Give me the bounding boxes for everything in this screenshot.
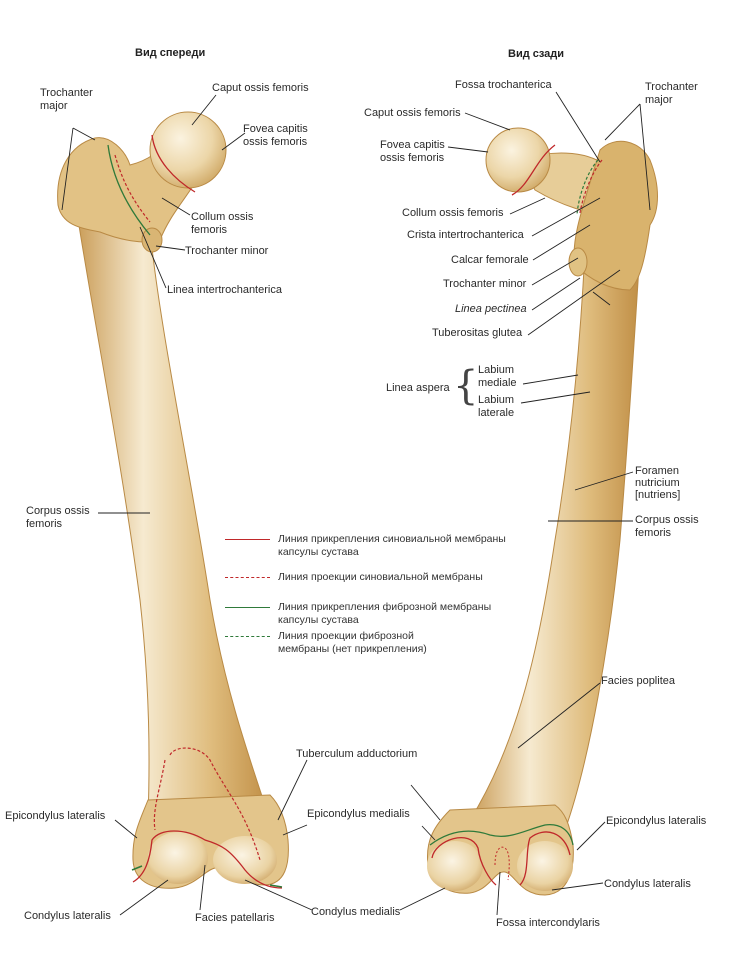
label-trochanter-minor-front: Trochanter minor [185, 245, 269, 257]
label-condylus-lateralis-front: Condylus lateralis [24, 910, 111, 922]
legend-swatch-dashed-green [225, 636, 270, 637]
label-foramen-1: Foramen [635, 465, 680, 477]
label-fossa-intercondylaris: Fossa intercondylaris [496, 917, 600, 929]
front-view-title: Вид спереди [135, 47, 206, 59]
label-foramen-3: [nutriens] [635, 489, 681, 501]
legend-swatch-solid-red [225, 539, 270, 540]
label-caput-front: Caput ossis femoris [212, 82, 309, 94]
legend-item-synovial-projection: Линия проекции синовиальной мембраны [222, 571, 483, 599]
label-caput-back: Caput ossis femoris [364, 107, 461, 119]
label-calcar-femorale: Calcar femorale [451, 254, 529, 266]
label-condylus-lateralis-back: Condylus lateralis [604, 878, 691, 890]
label-condylus-medialis: Condylus medialis [311, 906, 401, 918]
label-fovea-front-2: ossis femoris [243, 136, 308, 148]
label-labium-mediale-2: mediale [478, 377, 517, 389]
legend-text: Линия прикрепления синовиальной мембраны… [278, 533, 506, 558]
legend-text: Линия проекции фиброзной мембраны (нет п… [278, 630, 427, 655]
label-trochanter-major-back-2: major [645, 94, 673, 106]
label-tuberculum-adductorium: Tuberculum adductorium [296, 748, 418, 760]
label-facies-poplitea: Facies poplitea [601, 675, 675, 687]
back-view-title: Вид сзади [508, 48, 565, 60]
label-fovea-back-2: ossis femoris [380, 152, 445, 164]
legend-item-synovial-attachment: Линия прикрепления синовиальной мембраны… [222, 533, 506, 561]
legend-text: Линия проекции синовиальной мембраны [278, 571, 483, 583]
label-labium-mediale-1: Labium [478, 364, 515, 376]
label-linea-aspera: Linea aspera [386, 382, 450, 394]
legend-swatch-solid-green [225, 607, 270, 608]
label-collum-back: Collum ossis femoris [402, 207, 504, 219]
label-corpus-back-2: femoris [635, 527, 672, 539]
label-fovea-back-1: Fovea capitis [380, 139, 445, 151]
label-epicondylus-lateralis-front: Epicondylus lateralis [5, 810, 106, 822]
label-epicondylus-medialis: Epicondylus medialis [307, 808, 410, 820]
label-corpus-front-1: Corpus ossis [26, 505, 90, 517]
label-corpus-back-1: Corpus ossis [635, 514, 699, 526]
femur-back-view [426, 127, 658, 896]
legend-swatch-dashed-red [225, 577, 270, 578]
label-linea-intertrochanterica: Linea intertrochanterica [167, 284, 282, 296]
label-crista-intertrochanterica: Crista intertrochanterica [407, 229, 524, 241]
label-corpus-front-2: femoris [26, 518, 63, 530]
legend-item-fibrous-projection: Линия проекции фиброзной мембраны (нет п… [222, 630, 482, 658]
label-trochanter-major-back-1: Trochanter [645, 81, 698, 93]
legend-text: Линия прикрепления фиброзной мембраны ка… [278, 601, 492, 626]
legend-item-fibrous-attachment: Линия прикрепления фиброзной мембраны ка… [222, 601, 491, 629]
leader-lines [61, 91, 651, 916]
label-trochanter-major-front: Trochanter major [40, 87, 93, 112]
label-labium-laterale-1: Labium [478, 394, 515, 406]
label-trochanter-minor-back: Trochanter minor [443, 278, 527, 290]
label-collum-front-1: Collum ossis [191, 211, 254, 223]
label-epicondylus-lateralis-back: Epicondylus lateralis [606, 815, 707, 827]
brace-linea-aspera: { [453, 363, 479, 409]
femur-front-view [57, 111, 289, 889]
label-tuberositas-glutea: Tuberositas glutea [432, 327, 523, 339]
label-fovea-front-1: Fovea capitis [243, 123, 308, 135]
label-labium-laterale-2: laterale [478, 407, 515, 419]
label-linea-pectinea: Linea pectinea [455, 303, 527, 315]
label-foramen-2: nutricium [635, 477, 680, 489]
label-collum-front-2: femoris [191, 224, 228, 236]
label-facies-patellaris: Facies patellaris [195, 912, 275, 924]
label-fossa-trochanterica: Fossa trochanterica [455, 79, 552, 91]
